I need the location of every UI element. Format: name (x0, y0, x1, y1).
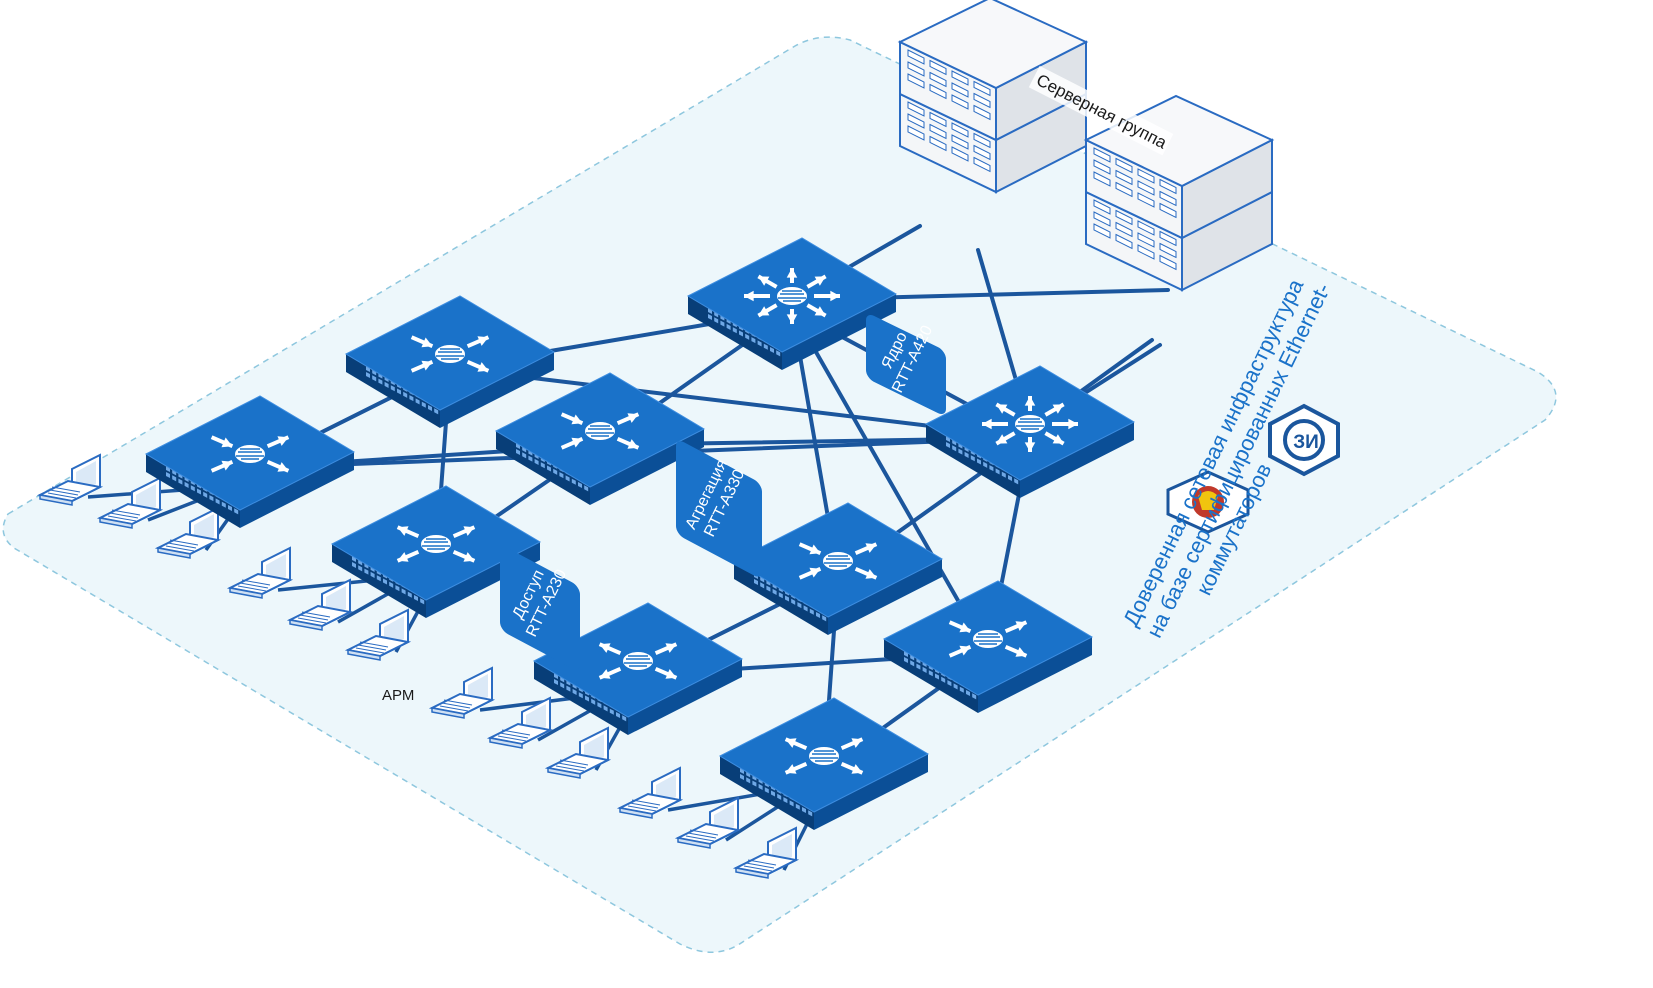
multilayer-switch-icon (784, 737, 864, 775)
fstec-logo: ЗИ (1268, 403, 1340, 477)
multilayer-switch-icon (396, 525, 476, 563)
multilayer-switch-icon (210, 435, 290, 473)
link-core1-agg5 (790, 308, 990, 655)
switch-core1 (686, 237, 898, 370)
workstations-label: АРМ (382, 687, 414, 704)
laptop-icon (344, 608, 412, 661)
laptop-icon (674, 796, 742, 849)
switch-core2 (924, 365, 1136, 498)
switch-agg3 (144, 395, 356, 528)
server-rack-icon (897, 0, 1089, 194)
multilayer-switch-icon (560, 412, 640, 450)
multilayer-switch-icon (410, 335, 490, 373)
multilayer-switch-icon (982, 396, 1078, 452)
laptop-icon (544, 726, 612, 779)
switch-agg4 (732, 502, 944, 635)
core-callout (866, 315, 946, 415)
aggregation-callout (676, 441, 762, 577)
laptop-icon (36, 453, 104, 506)
laptop-icon (732, 826, 800, 879)
svg-text:ЗИ: ЗИ (1293, 432, 1319, 453)
switch-agg5 (882, 580, 1094, 713)
switch-agg2 (494, 372, 706, 505)
laptop-icon (96, 476, 164, 529)
laptop-icon (226, 546, 294, 599)
laptop-icon (616, 766, 684, 819)
laptop-icon (154, 506, 222, 559)
switch-acc2 (532, 602, 744, 735)
multilayer-switch-icon (744, 268, 840, 324)
svg-text:АРМ: АРМ (382, 687, 414, 704)
multilayer-switch-icon (798, 542, 878, 580)
multilayer-switch-icon (598, 642, 678, 680)
emblem-logo (1166, 470, 1250, 534)
switch-agg1 (344, 295, 556, 428)
access-callout (500, 547, 580, 670)
laptop-icon (428, 666, 496, 719)
laptop-icon (286, 578, 354, 631)
laptop-icon (486, 696, 554, 749)
switches (144, 237, 1136, 830)
multilayer-switch-icon (948, 620, 1028, 658)
switch-acc3 (718, 697, 930, 830)
